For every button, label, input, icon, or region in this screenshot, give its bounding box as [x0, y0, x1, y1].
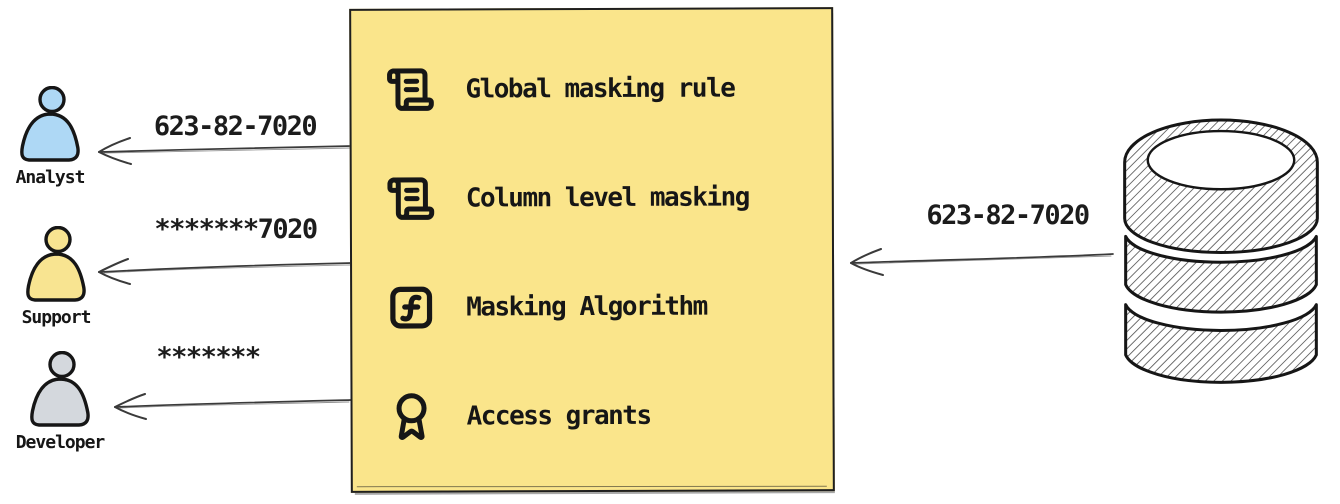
persona-analyst: Analyst — [0, 86, 100, 188]
arrow-database-to-box — [850, 248, 1114, 276]
database-icon — [1123, 118, 1319, 384]
developer-person-icon — [30, 351, 90, 427]
masking-item-global-rule: Global masking rule — [385, 63, 831, 115]
award-icon — [396, 393, 427, 440]
arrow-to-developer — [114, 393, 352, 420]
scroll-text-icon — [387, 68, 434, 111]
persona-developer: Developer — [10, 351, 110, 453]
developer-masked-value: ******* — [156, 342, 261, 373]
analyst-person-icon — [20, 86, 80, 162]
masking-item-access-grants: Access grants — [386, 390, 832, 442]
support-person-icon — [26, 226, 86, 302]
masking-item-label: Column level masking — [465, 182, 749, 214]
masking-item-algorithm: Masking Algorithm — [386, 281, 832, 333]
support-label: Support — [21, 307, 92, 328]
function-square-icon — [390, 286, 433, 329]
database-source-value: 623-82-7020 — [926, 200, 1090, 231]
masking-item-label: Masking Algorithm — [466, 291, 707, 323]
scroll-text-icon — [387, 177, 435, 220]
masking-item-label: Global masking rule — [465, 73, 735, 105]
masking-item-label: Access grants — [466, 400, 651, 432]
analyst-masked-value: 623-82-7020 — [153, 111, 318, 142]
persona-support: Support — [6, 226, 106, 328]
masking-item-column-masking: Column level masking — [386, 172, 832, 224]
analyst-label: Analyst — [15, 167, 86, 188]
support-masked-value: *******7020 — [154, 214, 318, 245]
arrow-to-support — [98, 258, 353, 285]
developer-label: Developer — [15, 432, 106, 453]
masking-box: Global masking rule Column level masking… — [349, 7, 835, 493]
arrow-to-analyst — [98, 137, 353, 165]
